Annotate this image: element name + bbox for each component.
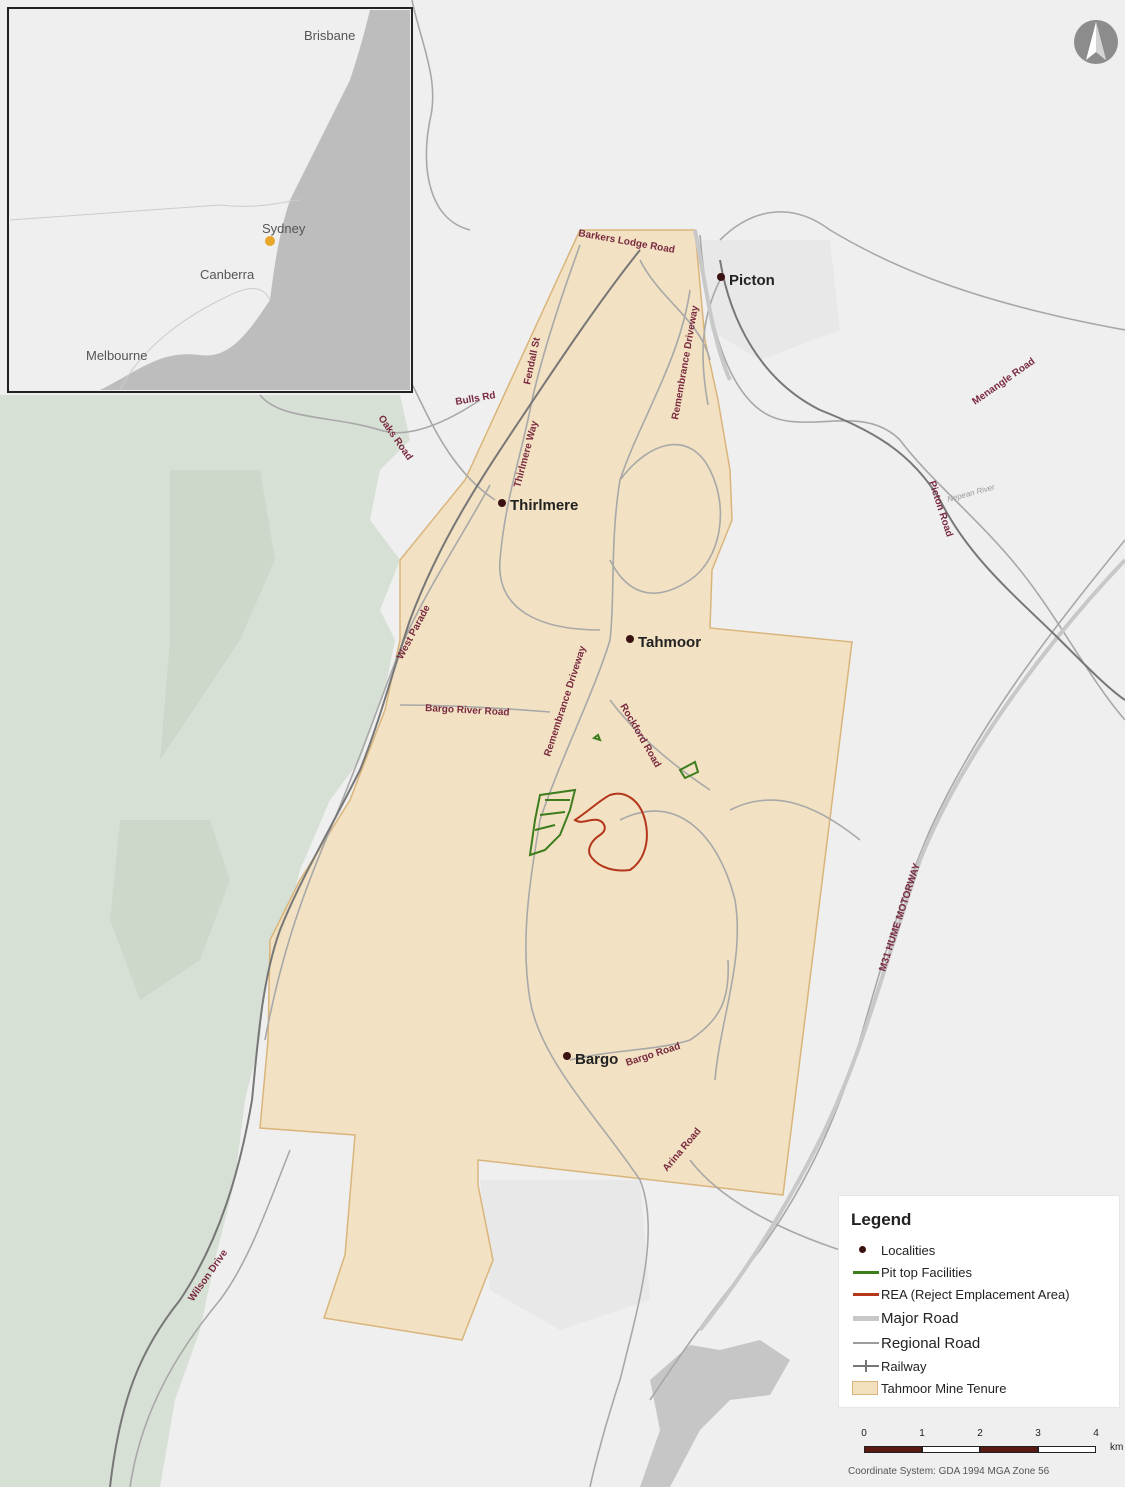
scale-segment — [1038, 1446, 1096, 1453]
railway-line-icon — [851, 1358, 881, 1374]
legend-item-localities: Localities — [851, 1239, 935, 1261]
legend-title: Legend — [851, 1210, 912, 1229]
svg-text:Tahmoor: Tahmoor — [638, 634, 701, 651]
urban-area — [480, 1180, 650, 1330]
legend-label: Localities — [881, 1242, 936, 1258]
forest-patch — [160, 470, 275, 760]
scale-tick-label: 3 — [1035, 1428, 1041, 1439]
regional-road-line-icon — [851, 1335, 881, 1351]
inset-city-label: Melbourne — [86, 348, 147, 363]
tahmoor-mine-tenure — [259, 229, 853, 1341]
legend-label: Tahmoor Mine Tenure — [881, 1380, 1007, 1396]
coordinate-system-note: Coordinate System: GDA 1994 MGA Zone 56 — [848, 1466, 1050, 1477]
reservoir — [640, 1340, 790, 1487]
scale-tick-label: 1 — [919, 1428, 925, 1439]
scale-bar: 0 1 2 3 4 km — [852, 1428, 1124, 1468]
locality-thirlmere: Thirlmere — [498, 497, 578, 514]
legend-label: Regional Road — [881, 1334, 981, 1352]
locality-dot-icon — [851, 1242, 881, 1258]
north-arrow-icon — [1074, 20, 1118, 64]
scale-tick-label: 2 — [977, 1428, 983, 1439]
forest-patch — [110, 820, 230, 1000]
svg-text:Thirlmere: Thirlmere — [510, 497, 578, 514]
legend-label: Pit top Facilities — [881, 1264, 973, 1280]
red-line-icon — [851, 1286, 881, 1302]
legend-item-rea: REA (Reject Emplacement Area) — [851, 1283, 1070, 1305]
legend-item-pit-top: Pit top Facilities — [851, 1261, 972, 1283]
legend-label: Railway — [881, 1358, 927, 1374]
locality-tahmoor: Tahmoor — [626, 634, 701, 651]
scale-tick-label: 4 — [1093, 1428, 1099, 1439]
scale-segment — [864, 1446, 922, 1453]
map-legend: Legend Localities Pit top Facilities REA… — [838, 1195, 1120, 1408]
svg-text:Bargo: Bargo — [575, 1051, 618, 1068]
road-label: Bargo River Road — [425, 703, 510, 718]
legend-item-tenure: Tahmoor Mine Tenure — [851, 1377, 1007, 1399]
scale-segment — [980, 1446, 1038, 1453]
inset-sea — [100, 10, 410, 390]
pit-top-facilities — [528, 733, 700, 857]
major-road-line-icon — [851, 1310, 881, 1326]
green-line-icon — [851, 1264, 881, 1280]
legend-item-railway: Railway — [851, 1355, 927, 1377]
scale-segment — [922, 1446, 980, 1453]
legend-label: REA (Reject Emplacement Area) — [881, 1286, 1070, 1302]
urban-area — [700, 240, 840, 360]
major-road-network — [693, 229, 1125, 1332]
scale-unit: km — [1110, 1442, 1124, 1453]
legend-item-regional-road: Regional Road — [851, 1332, 980, 1354]
inset-state-border — [9, 199, 301, 221]
legend-label: Major Road — [881, 1309, 959, 1327]
inset-sydney-marker — [265, 236, 275, 246]
reject-emplacement-area — [573, 792, 648, 872]
inset-city-label: Brisbane — [304, 28, 355, 43]
legend-item-major-road: Major Road — [851, 1307, 959, 1329]
inset-city-label: Sydney — [262, 221, 306, 236]
locality-picton: Picton — [717, 272, 775, 289]
railway-line — [109, 249, 1125, 1487]
tenure-fill-swatch-icon — [851, 1380, 881, 1396]
inset-map: Brisbane Sydney Canberra Melbourne — [7, 7, 413, 393]
inset-city-label: Canberra — [200, 267, 255, 282]
inset-state-border — [119, 287, 271, 391]
scale-tick-label: 0 — [861, 1428, 867, 1439]
svg-text:Picton: Picton — [729, 272, 775, 289]
locality-bargo: Bargo — [563, 1051, 618, 1068]
